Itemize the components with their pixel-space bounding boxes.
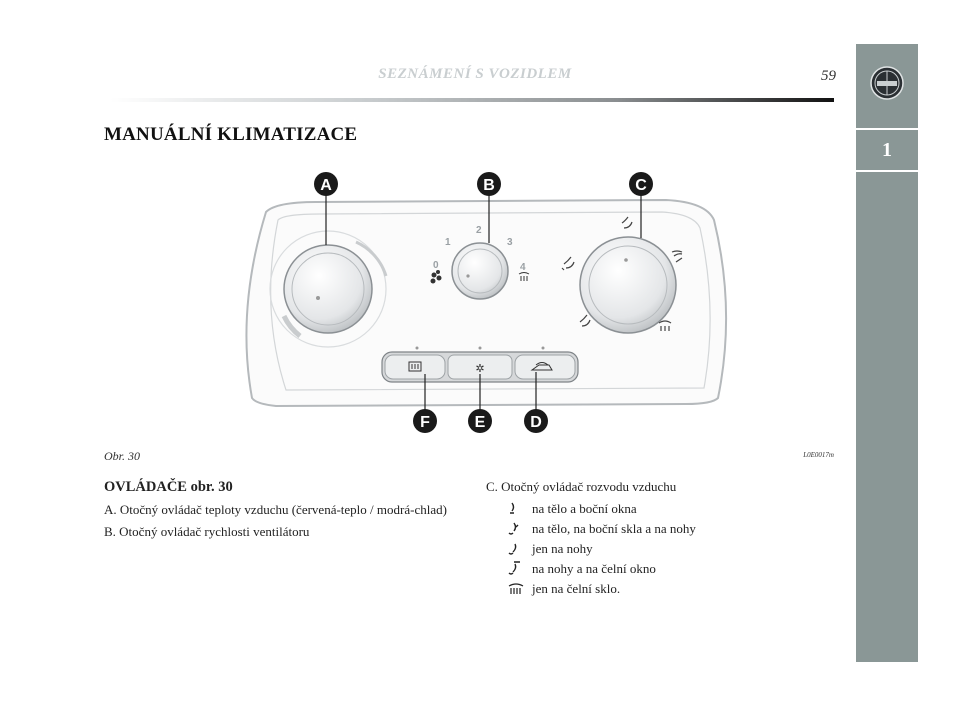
item-a: A. Otočný ovládač teploty vzduchu (červe… [104,502,447,517]
vent-body-icon [621,216,633,229]
fan-speed-4: 4 [520,262,526,273]
recirculation-button[interactable] [514,354,576,380]
item-b: B. Otočný ovládač rychlosti ventilátoru [104,524,310,539]
vent-body-icon [510,502,515,514]
figure-caption: Obr. 30 [104,449,141,463]
climate-control-figure: 0 1 2 3 4 ✲ [245,172,728,433]
callout-f: F [413,409,437,433]
mode-row: na nohy a na čelní okno [506,559,826,579]
vent-feet-icon [579,314,591,327]
side-tab-strip [856,172,918,662]
callout-d: D [524,409,548,433]
fan-speed-0: 0 [433,260,439,271]
svg-text:C: C [635,177,647,194]
rear-window-defrost-button[interactable] [384,354,446,380]
mode-label: jen na nohy [532,541,593,556]
fan-icon [430,270,442,284]
mode-row: na tělo a boční okna [506,499,826,519]
running-header: SEZNÁMENÍ S VOZIDLEM [378,66,572,82]
callout-b: B [477,172,501,196]
callout-c: C [629,172,653,196]
callout-e: E [468,409,492,433]
fan-speed-2: 2 [476,225,482,236]
snowflake-icon: ✲ [475,363,484,375]
vent-feet-windscreen-icon [508,561,520,575]
svg-text:A: A [320,177,332,194]
mode-label: na tělo, na boční skla a na nohy [532,521,696,536]
callout-a: A [314,172,338,196]
fan-speed-knob[interactable] [451,242,509,300]
svg-text:E: E [475,414,486,431]
demist-icon-small [518,272,530,281]
vent-feet-icon [508,543,517,555]
controls-left-column: OVLÁDAČE obr. 30 A. Otočný ovládač teplo… [104,479,456,546]
header-rule [110,98,834,102]
vent-feet-windscreen-icon [671,250,683,263]
figure-code: L0E0017m [803,451,834,459]
windscreen-demist-icon [508,583,524,594]
windscreen-icon-panel [658,320,672,331]
vent-body-feet-icon [508,522,519,535]
svg-text:F: F [420,414,430,431]
side-tab-logo [856,44,918,128]
temperature-knob[interactable] [269,230,388,348]
air-distribution-knob[interactable] [579,236,677,334]
item-c: C. Otočný ovládač rozvodu vzduchu [486,479,677,494]
mode-label: na nohy a na čelní okno [532,561,656,576]
chapter-tab[interactable]: 1 [856,130,918,170]
vent-body-feet-icon [561,256,575,271]
mode-row: na tělo, na boční skla a na nohy [506,519,826,539]
svg-text:B: B [483,177,495,194]
ac-compressor-button[interactable]: ✲ [447,354,513,380]
recirculation-icon [530,362,553,371]
controls-heading: OVLÁDAČE obr. 30 [104,479,233,495]
mode-label: jen na čelní sklo. [532,581,621,596]
fan-speed-3: 3 [507,237,513,248]
mode-label: na tělo a boční okna [532,501,637,516]
controls-right-column: C. Otočný ovládač rozvodu vzduchu na těl… [486,479,826,599]
svg-text:D: D [530,414,542,431]
mode-row: jen na nohy [506,539,826,559]
lancia-logo-icon [870,66,904,100]
page-number: 59 [821,68,836,84]
section-title: MANUÁLNÍ KLIMATIZACE [104,124,358,145]
mode-row: jen na čelní sklo. [506,579,826,599]
fan-speed-1: 1 [445,237,451,248]
